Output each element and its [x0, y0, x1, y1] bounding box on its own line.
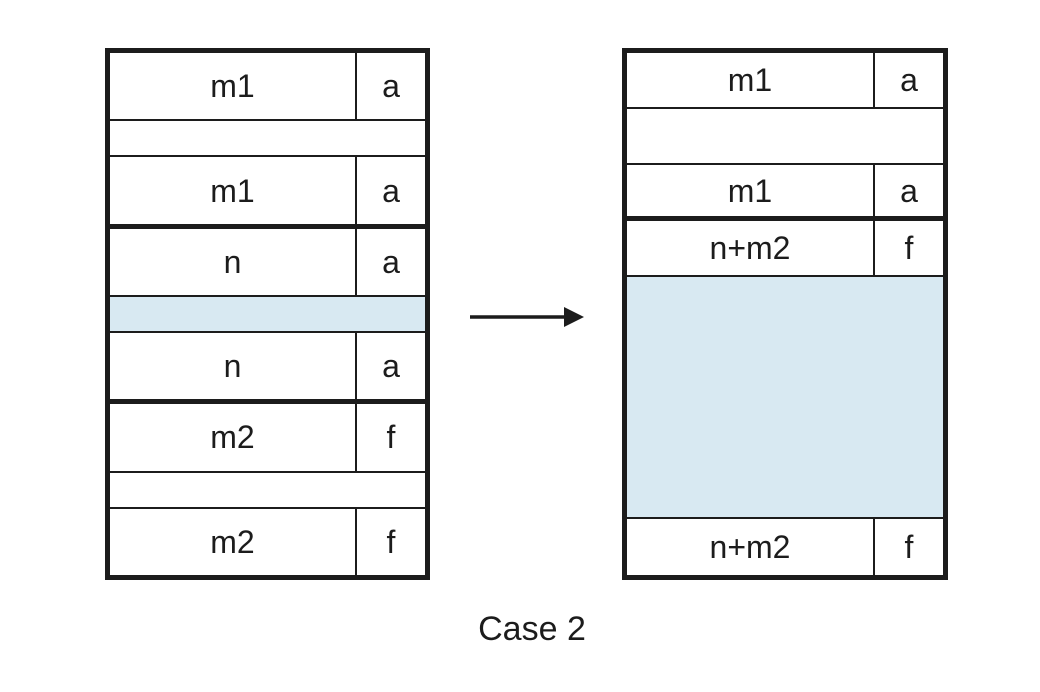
block-body — [627, 277, 943, 517]
block-tag-label: a — [355, 333, 425, 400]
block-tag-label: f — [355, 404, 425, 471]
memory-row — [110, 472, 425, 509]
memory-layout-before: m1 a m1 a n a n a m2 f m2 f — [105, 48, 430, 580]
block-tag-label: a — [355, 228, 425, 295]
memory-row: n+m2 f — [627, 519, 943, 575]
block-size-label: n+m2 — [709, 230, 791, 266]
arrow-right-icon — [470, 307, 584, 327]
block-size-label: m2 — [210, 419, 255, 456]
block-size-label: m1 — [727, 172, 773, 209]
block-size-label: m2 — [210, 523, 255, 560]
figure-caption: Case 2 — [478, 610, 586, 648]
block-tag-label: a — [873, 165, 943, 216]
block-size-label: n — [223, 243, 242, 280]
block-size-label: n — [223, 348, 242, 385]
block-tag-label: a — [355, 53, 425, 120]
block-body — [110, 297, 425, 331]
memory-row: m2 f — [110, 404, 425, 473]
memory-row: m1 a — [627, 165, 943, 221]
block-tag-label: a — [873, 53, 943, 107]
block-body — [110, 121, 425, 155]
shaded-free-space-row — [627, 277, 943, 519]
memory-layout-after: m1 a m1 a n+m2 f n+m2 f — [622, 48, 948, 580]
memory-row: n a — [110, 333, 425, 405]
block-size-label: m1 — [210, 172, 255, 209]
block-tag-label: a — [355, 157, 425, 224]
memory-row: n a — [110, 228, 425, 297]
memory-row — [110, 121, 425, 158]
block-tag-label: f — [873, 221, 943, 275]
memory-row: n+m2 f — [627, 221, 943, 277]
block-body — [627, 109, 943, 163]
block-tag-label: f — [355, 508, 425, 575]
block-size-label: m1 — [727, 62, 773, 98]
block-body — [110, 473, 425, 507]
shaded-free-space-row — [110, 296, 425, 334]
memory-row: m1 a — [110, 53, 425, 122]
memory-row: m1 a — [110, 157, 425, 229]
block-size-label: n+m2 — [709, 529, 791, 565]
memory-row — [627, 109, 943, 165]
memory-row: m2 f — [110, 508, 425, 575]
memory-row: m1 a — [627, 53, 943, 109]
block-tag-label: f — [873, 519, 943, 575]
block-size-label: m1 — [210, 68, 255, 105]
